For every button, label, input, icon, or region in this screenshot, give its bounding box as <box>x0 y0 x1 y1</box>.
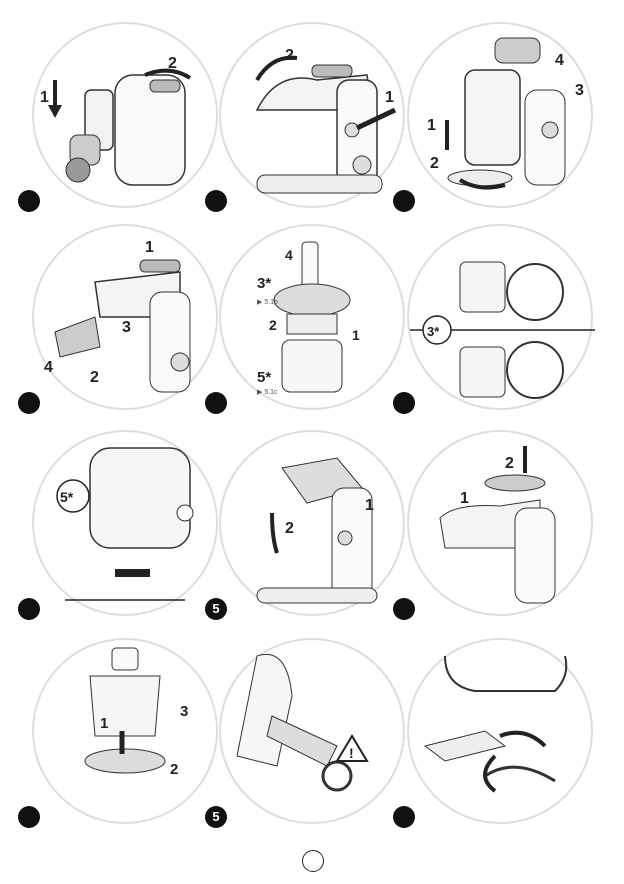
panel-11: ! 5 <box>217 636 407 826</box>
panel-5: 4 3* ▶ 5.1b 2 1 5* ▶ 5.1c <box>217 222 407 412</box>
step-label: 2 <box>285 47 294 64</box>
panel-1: 1 2 <box>30 20 220 210</box>
step-dot <box>205 392 227 414</box>
step-label: 1 <box>40 89 49 106</box>
panel-3: 4 3 1 2 <box>405 20 595 210</box>
step-label: 3 <box>122 319 131 336</box>
step-label: 2 <box>430 155 439 172</box>
step-dot <box>393 190 415 212</box>
panel-8: 1 2 5 <box>217 428 407 618</box>
panel-12 <box>405 636 595 826</box>
page-number <box>302 850 324 872</box>
step-label: 3 <box>180 703 188 720</box>
step-label: 2 <box>505 455 514 472</box>
step-dot <box>18 392 40 414</box>
step-dot <box>393 392 415 414</box>
step-label: 5* <box>257 369 271 386</box>
step-label: 3* <box>257 275 271 292</box>
step-dot <box>393 598 415 620</box>
step-label: 4 <box>555 52 564 69</box>
panel-2: 2 1 <box>217 20 407 210</box>
step-label: 2 <box>285 520 294 537</box>
step-dot <box>205 190 227 212</box>
step-label: 3* <box>427 324 440 339</box>
step-dot <box>393 806 415 828</box>
step-label: 2 <box>168 55 177 72</box>
step-label: 2 <box>269 317 277 333</box>
step-label: 1 <box>460 490 469 507</box>
step-dot <box>18 190 40 212</box>
step-label: 4 <box>44 359 53 376</box>
step-label: 2 <box>90 369 99 386</box>
panel-9: 2 1 <box>405 428 595 618</box>
step-label: 4 <box>285 247 293 263</box>
step-label: 5* <box>60 489 74 505</box>
step-label: 1 <box>352 327 360 343</box>
panel-7: 5* <box>30 428 220 618</box>
step-dot <box>18 806 40 828</box>
step-label: 3 <box>575 82 584 99</box>
step-label: 1 <box>100 715 108 732</box>
ref-label: ▶ 5.1c <box>257 389 278 396</box>
panel-10: 1 3 2 <box>30 636 220 826</box>
step-dot: 5 <box>205 806 227 828</box>
step-label: 1 <box>145 239 154 256</box>
step-label: 1 <box>365 497 374 514</box>
panel-4: 1 3 4 2 <box>30 222 220 412</box>
step-label: 2 <box>170 761 178 778</box>
step-label: 1 <box>385 89 394 106</box>
ref-label: ▶ 5.1b <box>257 299 278 306</box>
step-dot: 5 <box>205 598 227 620</box>
warning-label: ! <box>349 745 354 761</box>
step-dot <box>18 598 40 620</box>
panel-6: 3* <box>405 222 595 412</box>
step-label: 1 <box>427 117 436 134</box>
